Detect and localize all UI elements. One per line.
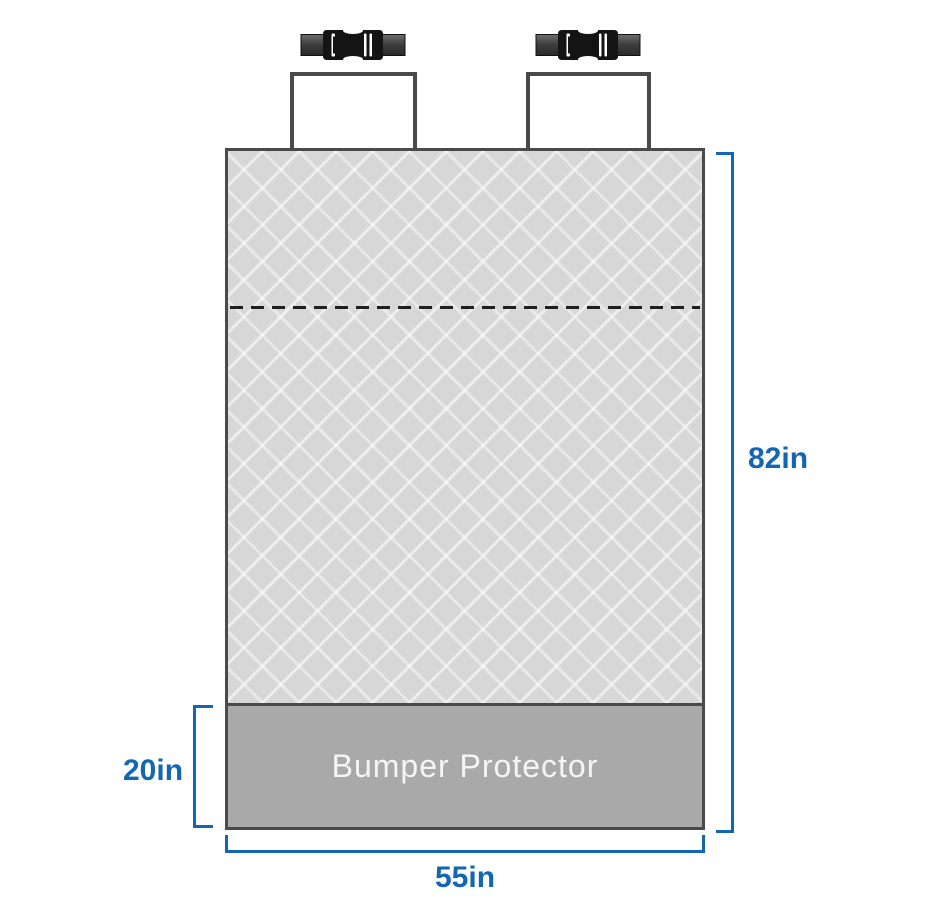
- buckle-graphic: [535, 27, 641, 63]
- fold-stitch-dashed-line: [230, 306, 700, 309]
- quilted-main-panel: [228, 151, 702, 703]
- height-dimension-label: 82in: [748, 442, 809, 475]
- bumper-protector-label: Bumper Protector: [331, 748, 599, 784]
- cargo-liner-body: Bumper Protector: [225, 148, 705, 830]
- width-dimension-label: 55in: [434, 861, 496, 894]
- width-dimension-bracket: [225, 835, 705, 853]
- bumper-dimension-label: 20in: [122, 754, 184, 787]
- strap-tab: [290, 72, 417, 152]
- bumper-dimension-bracket: [193, 705, 213, 828]
- strap-tab: [526, 72, 651, 152]
- side-release-buckle-icon: [535, 27, 641, 63]
- side-release-buckle-icon: [300, 27, 406, 63]
- height-dimension-bracket: [716, 152, 734, 833]
- bumper-protector-flap: Bumper Protector: [228, 703, 702, 827]
- buckle-graphic: [300, 27, 406, 63]
